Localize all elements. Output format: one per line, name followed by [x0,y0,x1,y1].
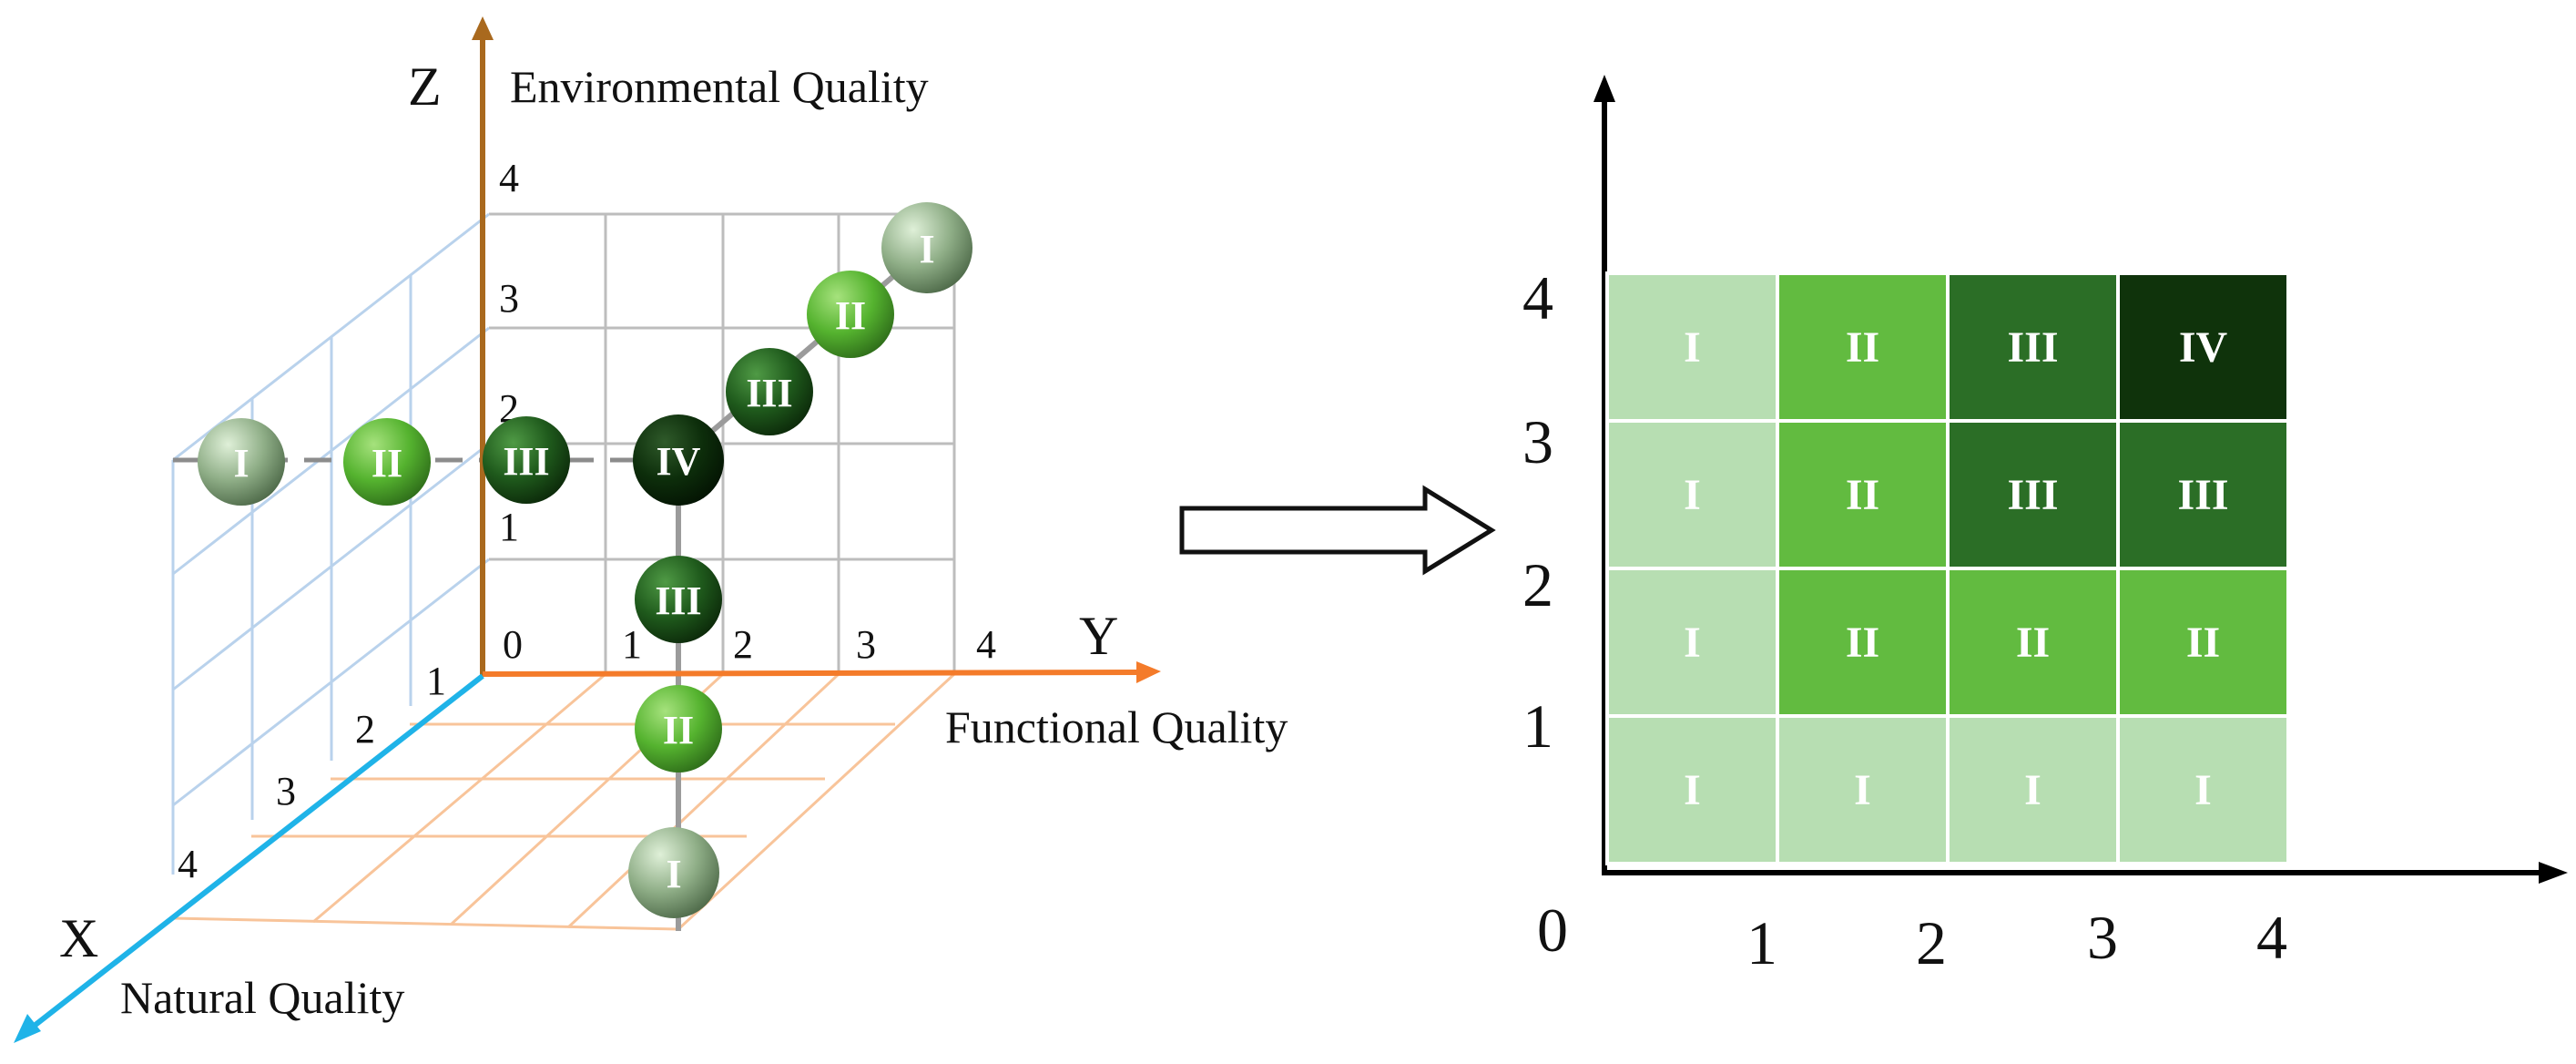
y-axis-title: Functional Quality [945,701,1288,752]
grid-cell-label: I [1684,323,1701,372]
grid-cell-label: II [2186,619,2220,667]
sphere-back-2: II [343,418,431,506]
grid-cell-label: II [1846,619,1879,667]
grid-cell: III [2116,419,2290,570]
x-axis-title: Natural Quality [120,972,404,1023]
grid-cell: II [2116,567,2290,718]
svg-text:III: III [746,371,792,415]
svg-text:I: I [919,227,934,271]
y-axis [482,661,1161,683]
x-axis [14,673,484,1043]
grid-cell-label: II [1846,471,1879,519]
z-axis [472,16,494,676]
x-axis-letter: X [59,908,98,968]
grid-cell: II [1776,271,1950,423]
grid-cell: I [2116,714,2290,865]
grid-cell-label: I [2194,766,2212,814]
y-tick: 4 [976,622,996,667]
sphere-diag-2: II [807,271,894,358]
grid-cell: I [1605,567,1779,718]
grid-y-tick: 1 [1522,691,1553,761]
sphere-back-1: I [198,418,285,506]
y-tick: 3 [856,622,876,667]
grid-cell: III [1946,271,2120,423]
grid-cell: I [1605,714,1779,865]
grid-cell: I [1605,419,1779,570]
sphere-front-1: III [635,556,722,643]
y-tick: 1 [622,622,642,667]
grid-cell: III [1946,419,2120,570]
svg-text:I: I [233,441,249,486]
grid-cell-label: IV [2179,323,2228,372]
sphere-diag-3: I [881,202,972,293]
grid-x-tick: 2 [1916,908,1947,977]
x-tick: 4 [178,842,198,886]
x-tick: 1 [426,659,446,703]
grid-cell-label: III [2007,323,2058,372]
transition-arrow [1179,485,1496,576]
grid-cell-label: III [2177,471,2228,519]
z-tick: 1 [499,505,519,549]
x-tick: 2 [355,707,375,752]
z-axis-letter: Z [408,56,442,117]
svg-text:II: II [663,708,694,752]
grid-cell-label: I [2024,766,2041,814]
z-tick: 4 [499,156,519,200]
grid-x-tick: 3 [2087,903,2118,972]
grid-cell-label: II [2016,619,2050,667]
svg-text:IV: IV [657,439,701,484]
grid-cell-label: I [1684,619,1701,667]
sphere-front-2: II [635,685,722,772]
grid-x-axis [1602,862,2568,884]
z-tick: 3 [499,276,519,321]
grid-cell: I [1776,714,1950,865]
svg-text:I: I [666,852,681,896]
sphere-back-4: IV [633,414,724,506]
grid-x-tick: 4 [2256,903,2287,972]
grid-cell: II [1776,419,1950,570]
grid-y-tick: 4 [1522,263,1553,332]
grid-cell-label: II [1846,323,1879,372]
sphere-diag-1: III [726,348,813,435]
y-tick: 0 [503,622,523,667]
y-tick: 2 [733,622,753,667]
svg-text:II: II [835,293,866,338]
left-3d-diagram: Z Environmental Quality Y Functional Qua… [14,16,1288,1043]
x-tick: 3 [276,769,296,813]
grid-y-axis [1593,75,1615,873]
xz-grid [171,212,490,875]
grid-x-tick: 0 [1537,895,1568,965]
grid-cell-label: I [1684,471,1701,519]
grid-cell: I [1605,271,1779,423]
grid-y-tick: 3 [1522,407,1553,476]
sphere-front-3: I [628,827,719,918]
grid-cell-label: I [1854,766,1871,814]
grid-cell: I [1946,714,2120,865]
svg-text:III: III [503,439,549,484]
svg-text:II: II [372,441,402,486]
grid-y-tick: 2 [1522,550,1553,619]
y-axis-letter: Y [1079,606,1118,666]
grid-x-tick: 1 [1746,908,1777,977]
z-axis-title: Environmental Quality [510,61,929,112]
grid-cell: II [1946,567,2120,718]
svg-text:III: III [655,578,701,623]
sphere-back-3: III [483,416,570,504]
grid-cell-label: III [2007,471,2058,519]
grid-cell-label: I [1684,766,1701,814]
grid-cell: IV [2116,271,2290,423]
diagonal-line [677,243,931,463]
grid-cell: II [1776,567,1950,718]
